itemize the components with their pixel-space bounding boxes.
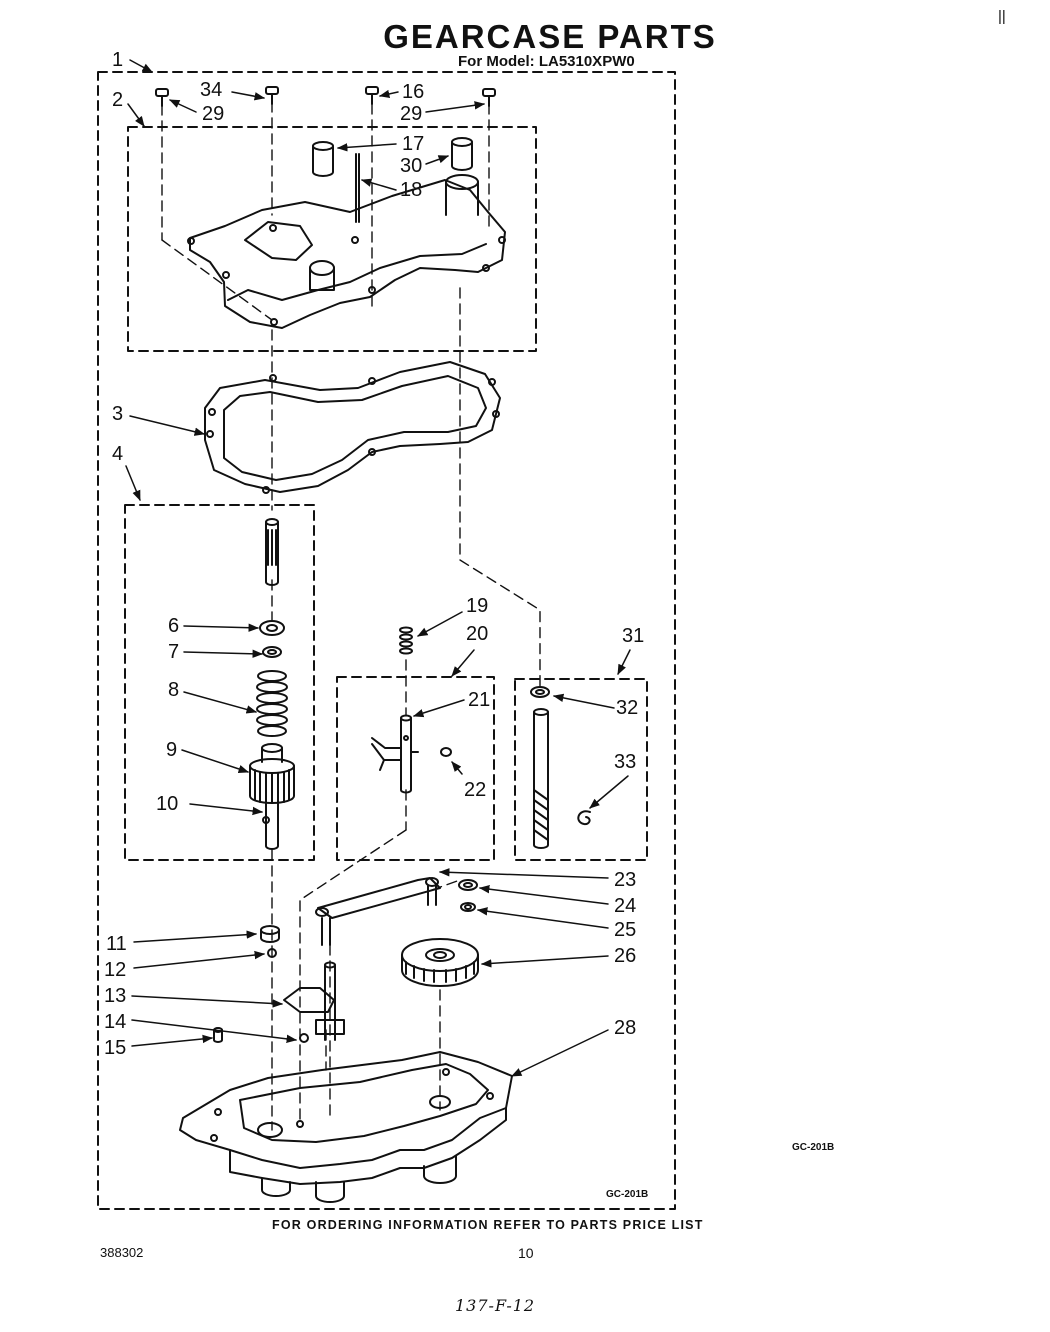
callout-8: 8 — [168, 679, 179, 701]
leader-lines — [125, 59, 631, 1077]
agitator-shaft — [533, 708, 549, 849]
hook-33 — [577, 810, 591, 826]
callout-33: 33 — [614, 751, 636, 773]
ordering-info-footer: FOR ORDERING INFORMATION REFER TO PARTS … — [272, 1218, 704, 1232]
pin-21 — [403, 735, 409, 741]
gasket — [204, 361, 501, 494]
assembly-box-pinion — [124, 504, 315, 861]
screw-29-right — [482, 88, 496, 107]
callout-11: 11 — [106, 933, 127, 955]
callout-22: 22 — [464, 779, 486, 801]
spring-19 — [399, 626, 413, 655]
callout-14: 14 — [104, 1011, 126, 1033]
callout-numbers: 1 2 29 34 16 29 17 30 18 3 4 6 7 8 9 10 … — [104, 49, 644, 1059]
washer-6 — [259, 620, 285, 636]
spring-8 — [256, 670, 288, 737]
callout-15: 15 — [104, 1037, 126, 1059]
splined-shaft — [265, 518, 279, 586]
callout-9: 9 — [166, 739, 177, 761]
callout-18: 18 — [400, 179, 422, 201]
e-ring-22 — [440, 747, 452, 757]
gearcase-base — [179, 1051, 513, 1203]
callout-16: 16 — [402, 81, 424, 103]
pin-10 — [262, 816, 270, 824]
callout-29-right: 29 — [400, 103, 422, 125]
callout-10: 10 — [156, 793, 178, 815]
page-title: GEARCASE PARTS — [383, 18, 717, 55]
callout-19: 19 — [466, 595, 488, 617]
callout-13: 13 — [104, 985, 126, 1007]
callout-32: 32 — [616, 697, 638, 719]
assembly-box-shift-fork — [336, 676, 495, 861]
callout-28: 28 — [614, 1017, 636, 1039]
drive-gear-26 — [401, 938, 479, 987]
bearing-11 — [260, 925, 280, 943]
callout-3: 3 — [112, 403, 123, 425]
callout-31: 31 — [622, 625, 644, 647]
callout-12: 12 — [104, 959, 126, 981]
corner-mark: || — [998, 8, 1006, 25]
washer-24 — [458, 879, 478, 891]
alignment-lines — [161, 101, 541, 1131]
document-number: 388302 — [100, 1245, 144, 1260]
callout-25: 25 — [614, 919, 636, 941]
shift-cam-13 — [283, 961, 345, 1041]
model-line: For Model: LA5310XPW0 — [458, 53, 635, 70]
callout-24: 24 — [614, 895, 636, 917]
callout-21: 21 — [468, 689, 490, 711]
washer-7 — [262, 646, 282, 658]
assembly-box-outer — [97, 71, 676, 1210]
callout-7: 7 — [168, 641, 179, 663]
washer-32 — [530, 686, 550, 698]
screw-29-left — [155, 88, 169, 107]
handwritten-note: 137-F-12 — [455, 1296, 536, 1315]
callout-2: 2 — [112, 89, 123, 111]
page-number: 10 — [518, 1245, 534, 1261]
callout-4: 4 — [112, 443, 123, 465]
assembly-box-cover — [127, 126, 537, 352]
pinion-gear-9 — [249, 743, 295, 850]
washer-25 — [460, 902, 476, 912]
diagram-code-outer: GC-201B — [792, 1142, 835, 1153]
callout-23: 23 — [614, 869, 636, 891]
callout-30: 30 — [400, 155, 422, 177]
shift-lever-link — [315, 877, 441, 946]
diagram-code-inner: GC-201B — [606, 1189, 649, 1200]
assembly-box-agitator-shaft — [514, 678, 648, 861]
callout-29-left: 29 — [202, 103, 224, 125]
callout-6: 6 — [168, 615, 179, 637]
pin-18 — [355, 153, 360, 223]
callout-26: 26 — [614, 945, 636, 967]
bearing-17 — [312, 141, 334, 177]
screw-34 — [265, 86, 279, 105]
screw-16 — [365, 86, 379, 105]
bearing-30 — [451, 137, 473, 171]
spring-14 — [299, 1033, 309, 1043]
ball-12 — [267, 948, 277, 958]
callout-1: 1 — [112, 49, 123, 71]
callout-20: 20 — [466, 623, 488, 645]
shift-fork — [371, 714, 419, 794]
callout-34: 34 — [200, 79, 222, 101]
callout-17: 17 — [402, 133, 424, 155]
gearcase-cover — [187, 174, 506, 329]
